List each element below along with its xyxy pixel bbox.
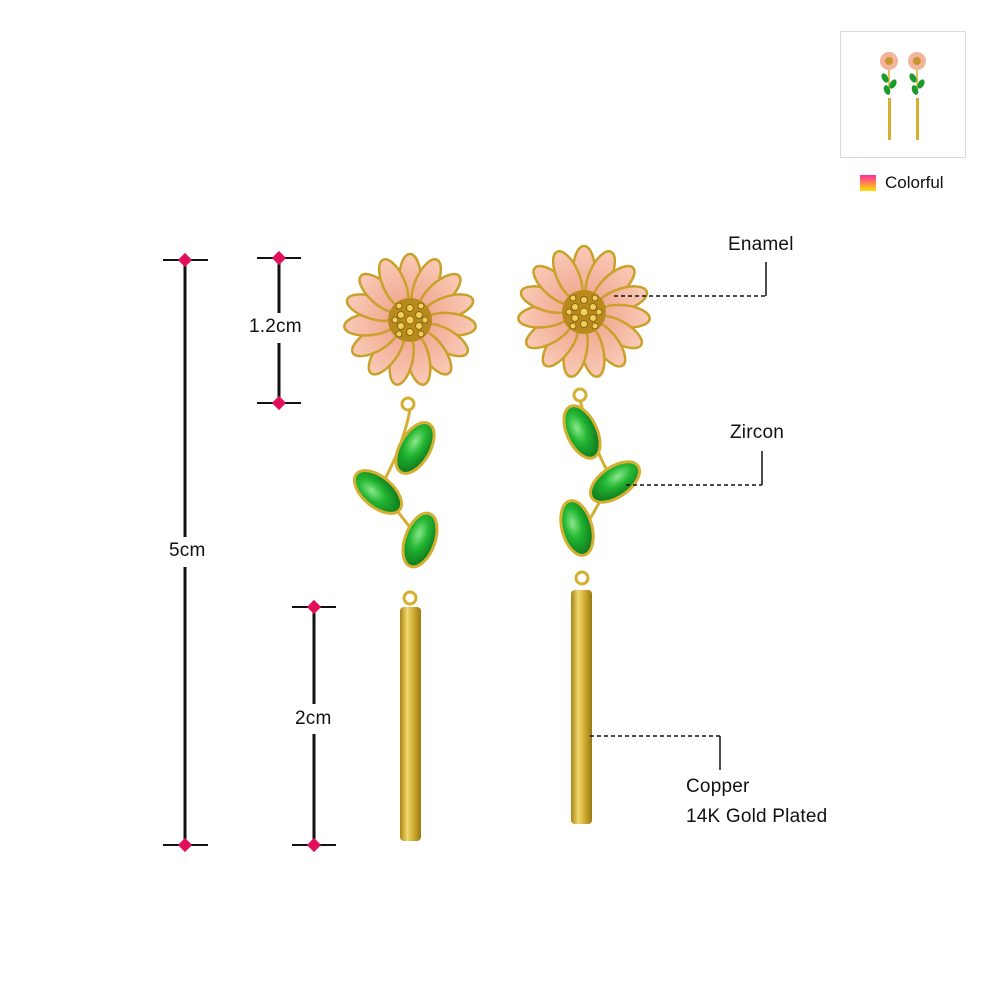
enamel-callout: Enamel [728, 234, 794, 255]
total-length-label: 5cm [169, 540, 206, 561]
variant-label: Colorful [885, 173, 944, 192]
zircon-callout: Zircon [730, 422, 784, 443]
flower-size-label: 1.2cm [249, 316, 302, 337]
material-callout-line1: Copper [686, 776, 750, 797]
left-earring [343, 252, 477, 841]
right-earring [517, 244, 651, 824]
color-swatch [860, 175, 876, 191]
material-callout-line2: 14K Gold Plated [686, 806, 828, 827]
variant-thumbnail[interactable] [840, 31, 966, 158]
callout-lines [590, 262, 767, 770]
variant-option-colorful[interactable]: Colorful [860, 173, 944, 193]
bar-length-label: 2cm [295, 708, 332, 729]
ruler-markers [177, 250, 322, 853]
earring-thumbnail-image [880, 52, 926, 140]
